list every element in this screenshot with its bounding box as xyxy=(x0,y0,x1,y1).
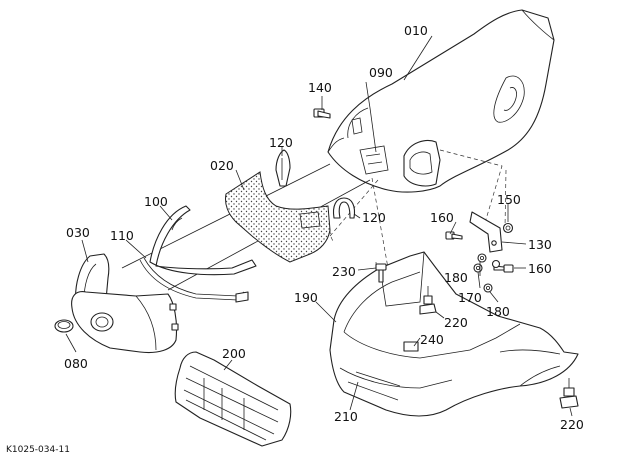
leader-lines xyxy=(65,35,573,417)
callout-090: 090 xyxy=(369,65,393,80)
document-code: K1025-034-11 xyxy=(6,445,70,455)
nut-180-c xyxy=(491,259,501,269)
callout-labels: 010 090 140 120 020 100 120 110 030 080 … xyxy=(6,23,584,455)
callout-180-a: 180 xyxy=(444,270,468,285)
spacer-170 xyxy=(473,263,483,273)
callout-120-right: 120 xyxy=(362,210,386,225)
gasket-panel-020 xyxy=(225,171,331,263)
callout-160-left: 160 xyxy=(430,210,454,225)
trim-110 xyxy=(139,257,249,303)
mount-220-upper xyxy=(419,286,437,315)
callout-190: 190 xyxy=(294,290,318,305)
callout-080: 080 xyxy=(64,356,88,371)
callout-200: 200 xyxy=(222,346,246,361)
callout-120-upper: 120 xyxy=(269,135,293,150)
callout-160-right: 160 xyxy=(528,261,552,276)
bracket-130 xyxy=(469,211,503,253)
callout-010: 010 xyxy=(404,23,428,38)
nut-150 xyxy=(502,222,514,234)
callout-110: 110 xyxy=(110,228,134,243)
clip-120-right xyxy=(332,197,356,219)
callout-220-lower: 220 xyxy=(560,417,584,432)
washer-180-a xyxy=(477,253,487,263)
lower-hood-190 xyxy=(329,251,579,417)
callout-140: 140 xyxy=(308,80,332,95)
callout-030: 030 xyxy=(66,225,90,240)
clip-120-upper xyxy=(275,149,291,187)
hood-upper-010 xyxy=(327,9,555,193)
washer-180-b xyxy=(483,283,493,293)
callout-210: 210 xyxy=(334,409,358,424)
callout-100: 100 xyxy=(144,194,168,209)
callout-230: 230 xyxy=(332,264,356,279)
bulb-080 xyxy=(54,319,74,333)
seal-strip-100 xyxy=(149,205,257,276)
bolt-140 xyxy=(313,108,331,119)
callout-150: 150 xyxy=(497,192,521,207)
callout-180-b: 180 xyxy=(486,304,510,319)
headlight-housing-030 xyxy=(71,253,179,354)
mount-220-lower xyxy=(559,378,579,409)
bolt-230 xyxy=(375,263,387,283)
bolt-160-left xyxy=(445,231,463,240)
callout-020: 020 xyxy=(210,158,234,173)
callout-130: 130 xyxy=(528,237,552,252)
callout-220-upper: 220 xyxy=(444,315,468,330)
callout-240: 240 xyxy=(420,332,444,347)
front-grille-200 xyxy=(174,351,292,447)
callout-170: 170 xyxy=(458,290,482,305)
